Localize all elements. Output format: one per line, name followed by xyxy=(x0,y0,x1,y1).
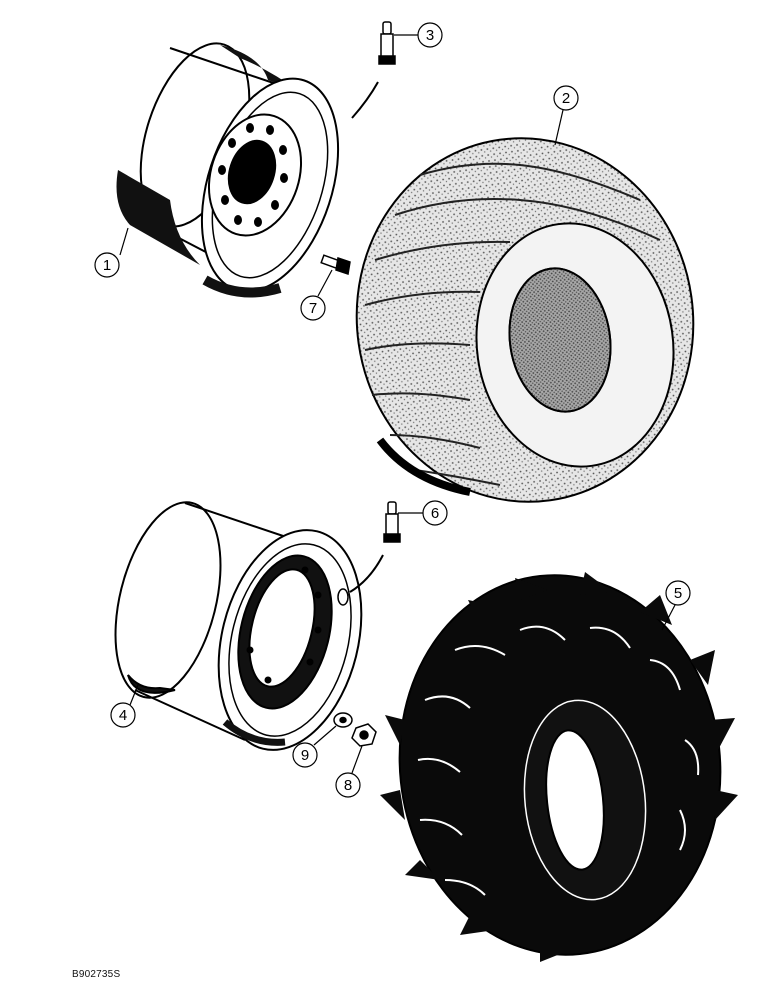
upper-tire-tread xyxy=(364,162,661,486)
callout-7-label: 7 xyxy=(309,300,317,317)
callout-4-label: 4 xyxy=(119,707,127,724)
callout-8-label: 8 xyxy=(344,777,352,794)
callout-8: 8 xyxy=(335,745,363,798)
upper-implement-tire xyxy=(355,137,695,503)
callout-2-label: 2 xyxy=(562,90,570,107)
callout-5: 5 xyxy=(661,580,691,631)
upper-rim-stud-holes xyxy=(218,123,288,227)
callout-9: 9 xyxy=(292,725,337,768)
lower-rim-stud-holes xyxy=(246,566,322,684)
callout-2: 2 xyxy=(553,85,579,146)
callout-4: 4 xyxy=(110,684,139,728)
wheel-nut xyxy=(351,723,377,747)
callout-1-label: 1 xyxy=(103,257,111,274)
lower-tire-lugs xyxy=(380,572,738,962)
lower-lug-tire xyxy=(380,572,738,962)
callout-3: 3 xyxy=(394,22,443,48)
callout-9-label: 9 xyxy=(301,747,309,764)
lower-valve-stem xyxy=(349,501,401,593)
callout-7: 7 xyxy=(300,269,333,321)
callout-6: 6 xyxy=(398,500,448,526)
lower-tire-tread-highlights xyxy=(417,625,700,896)
callout-1: 1 xyxy=(94,227,129,278)
figure-reference-code: B902735S xyxy=(72,969,121,980)
callout-6-label: 6 xyxy=(431,505,439,522)
callout-3-label: 3 xyxy=(426,27,434,44)
wheel-bolt xyxy=(320,254,351,275)
lower-wheel-rim xyxy=(114,501,363,751)
callout-5-label: 5 xyxy=(674,585,682,602)
wheel-washer xyxy=(333,712,353,728)
upper-valve-stem xyxy=(351,21,396,119)
upper-wheel-rim xyxy=(116,42,340,298)
